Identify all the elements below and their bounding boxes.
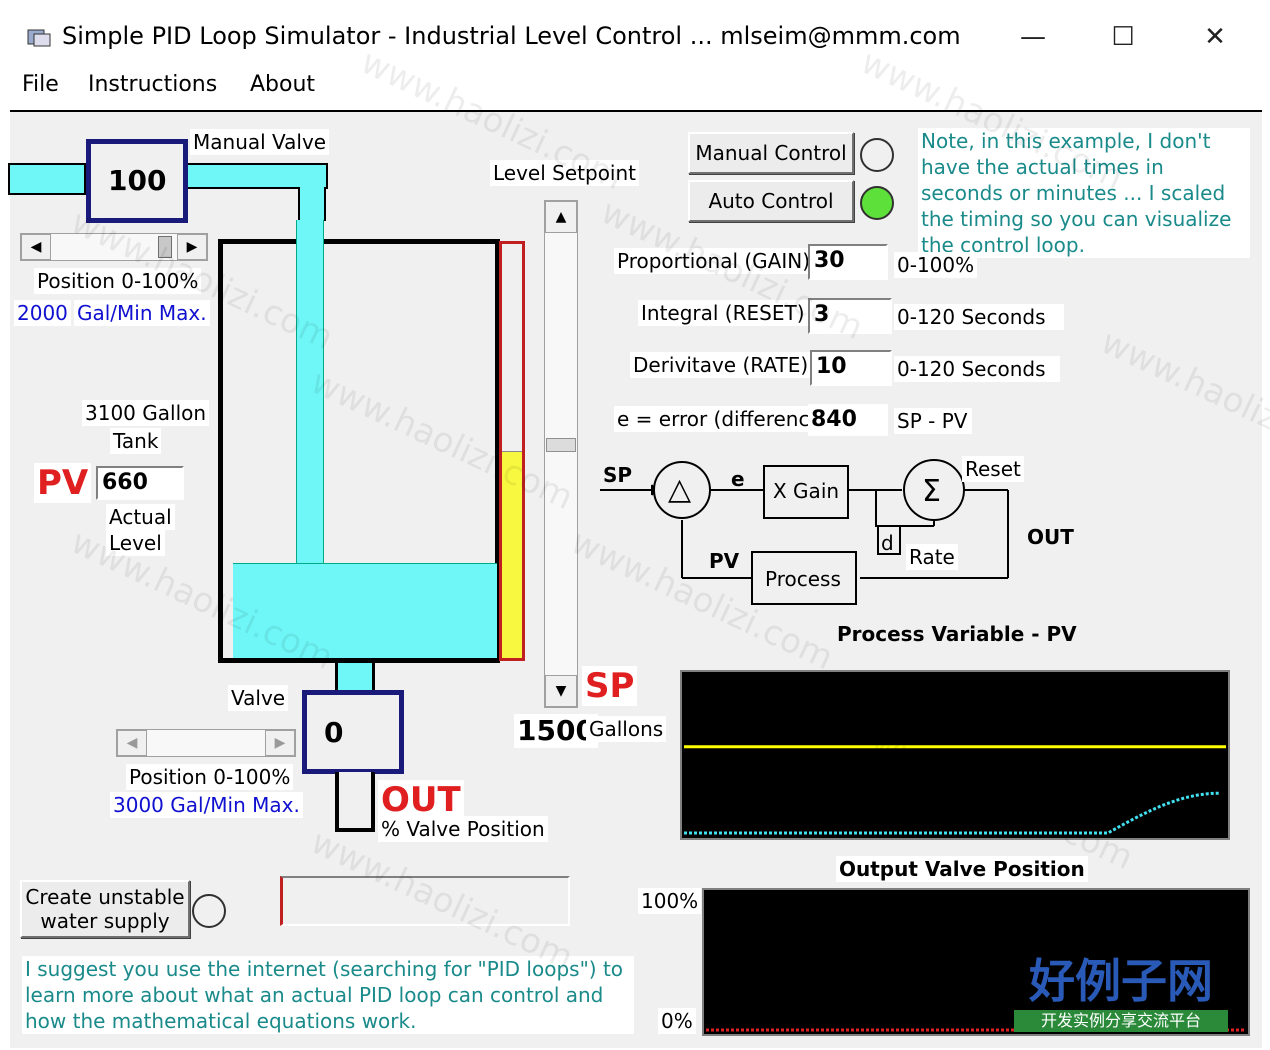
setpoint-value: 1500	[514, 714, 598, 748]
tank-capacity-label: 3100 Gallon	[82, 400, 210, 426]
outlet-valve-label: Valve	[228, 685, 289, 711]
tank-water	[233, 563, 497, 658]
output-chart-title: Output Valve Position	[836, 856, 1088, 882]
outlet-valve-frame	[302, 690, 404, 774]
title-bar	[0, 0, 1270, 70]
outlet-valve-value: 0	[324, 716, 344, 749]
outlet-scroll-left-button[interactable]: ◀	[117, 730, 147, 756]
inlet-pipe-right	[186, 163, 328, 189]
actual-label: Actual	[106, 504, 175, 530]
menu-file[interactable]: File	[22, 72, 59, 97]
setpoint-scrollbar[interactable]	[544, 200, 578, 708]
sigma-icon: Σ	[922, 474, 941, 509]
setpoint-scroll-thumb[interactable]	[546, 438, 576, 452]
manual-valve-frame	[86, 139, 188, 223]
gain-label: Proportional (GAIN)	[614, 248, 814, 274]
gain-input[interactable]: 30	[808, 244, 888, 280]
pid-block-diagram	[600, 459, 1009, 605]
pv-value-field: 660	[96, 466, 184, 500]
close-button[interactable]: ✕	[1204, 22, 1226, 52]
inlet-scroll-right-button[interactable]: ▶	[177, 234, 207, 260]
unstable-water-led	[192, 894, 226, 928]
setpoint-scroll-up-button[interactable]: ▲	[545, 201, 577, 233]
menu-about[interactable]: About	[250, 72, 316, 97]
outlet-flow-label: 3000 Gal/Min Max.	[110, 792, 303, 818]
inlet-flow-unit: Gal/Min Max.	[74, 300, 210, 326]
output-chart-bottom-label: 0%	[658, 1008, 696, 1034]
gain-unit: 0-100%	[894, 252, 978, 278]
setpoint-scroll-down-button[interactable]: ▼	[545, 675, 577, 707]
diagram-e: e	[731, 467, 745, 491]
window-title: Simple PID Loop Simulator - Industrial L…	[62, 22, 961, 50]
diagram-gain: X Gain	[773, 479, 840, 503]
status-box	[280, 876, 570, 926]
inflow-stream	[296, 220, 324, 563]
pv-chart-plot	[684, 745, 1226, 835]
timing-note: Note, in this example, I don't have the …	[918, 128, 1250, 258]
manual-control-button[interactable]: Manual Control	[688, 132, 854, 174]
inlet-position-label: Position 0-100%	[34, 268, 202, 294]
pv-label: PV	[34, 463, 92, 503]
app-icon	[26, 26, 52, 48]
inlet-scroll-left-button[interactable]: ◀	[21, 234, 51, 260]
outlet-position-label: Position 0-100%	[126, 764, 294, 790]
manual-valve-label: Manual Valve	[190, 129, 330, 155]
inlet-pipe-left	[8, 163, 86, 195]
rate-label: Derivitave (RATE)	[630, 352, 812, 378]
unstable-water-button[interactable]: Create unstable water supply	[20, 880, 190, 938]
minimize-button[interactable]: —	[1020, 22, 1046, 52]
maximize-button[interactable]: ☐	[1111, 22, 1135, 52]
watermark-logo-text: 好例子网	[1029, 954, 1213, 1008]
menu-bar	[0, 70, 1270, 108]
tank-label: Tank	[110, 428, 162, 454]
rate-unit: 0-120 Seconds	[894, 356, 1060, 382]
pv-trace	[684, 791, 1220, 835]
rate-input[interactable]: 10	[810, 350, 892, 386]
auto-control-button[interactable]: Auto Control	[688, 180, 854, 222]
diagram-out: OUT	[1027, 525, 1074, 549]
watermark-logo-sub: 开发实例分享交流平台	[1014, 1010, 1228, 1032]
inlet-scroll-thumb[interactable]	[158, 236, 172, 258]
level-setpoint-label: Level Setpoint	[490, 160, 639, 186]
manual-control-led	[860, 138, 894, 172]
error-unit: SP - PV	[894, 408, 972, 434]
diagram-pv: PV	[709, 549, 740, 573]
outlet-pipe-bottom	[335, 772, 375, 832]
reset-unit: 0-120 Seconds	[894, 304, 1064, 330]
diagram-reset: Reset	[962, 456, 1024, 482]
diagram-rate: Rate	[906, 544, 958, 570]
level-label: Level	[106, 530, 165, 556]
diagram-d: d	[881, 531, 894, 555]
setpoint-unit: Gallons	[586, 716, 667, 742]
error-value: 840	[808, 404, 888, 436]
reset-input[interactable]: 3	[808, 298, 892, 334]
out-label: OUT	[378, 780, 464, 820]
menu-instructions[interactable]: Instructions	[88, 72, 218, 97]
outlet-scroll-right-button[interactable]: ▶	[265, 730, 295, 756]
diagram-process: Process	[765, 567, 841, 591]
inlet-flow-value: 2000	[14, 300, 71, 326]
delta-icon: △	[668, 472, 692, 507]
pv-chart-title: Process Variable - PV	[837, 622, 1077, 646]
suggestion-text: I suggest you use the internet (searchin…	[22, 956, 634, 1034]
output-chart-top-label: 100%	[638, 888, 702, 914]
watermark-logo: 好例子网 开发实例分享交流平台	[1014, 952, 1228, 1038]
inlet-position-scrollbar[interactable]	[20, 233, 208, 261]
inlet-pipe-drop	[298, 187, 326, 221]
pv-chart	[680, 670, 1230, 840]
manual-valve-value: 100	[108, 164, 167, 197]
valve-position-label: % Valve Position	[378, 816, 548, 842]
diagram-sp: SP	[603, 463, 633, 487]
outlet-pipe-top	[335, 663, 375, 693]
level-indicator-fill	[502, 451, 522, 658]
sp-label: SP	[582, 666, 638, 706]
reset-label: Integral (RESET)	[638, 300, 808, 326]
error-label: e = error (difference)	[614, 406, 833, 432]
auto-control-led	[860, 186, 894, 220]
